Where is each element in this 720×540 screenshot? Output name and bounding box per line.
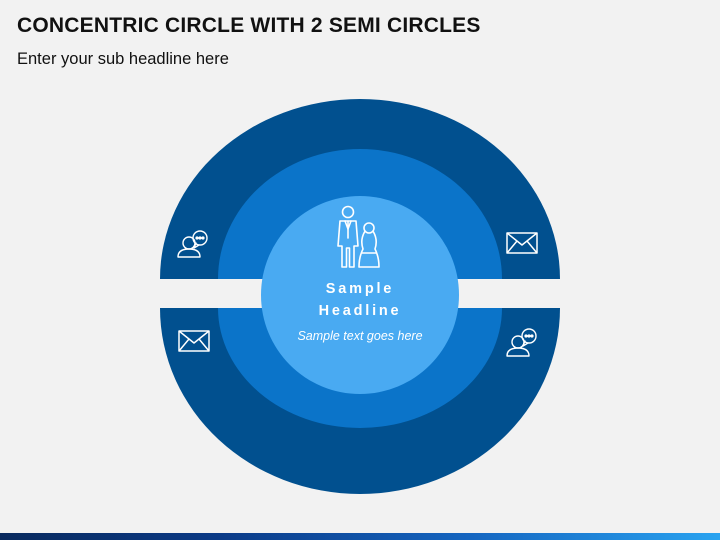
person-speech-bubble-icon bbox=[506, 328, 537, 357]
page-title: CONCENTRIC CIRCLE WITH 2 SEMI CIRCLES bbox=[17, 14, 481, 37]
inner-circle[interactable] bbox=[261, 196, 459, 394]
envelope-icon bbox=[506, 232, 538, 254]
center-headline-line1: Sample bbox=[326, 281, 394, 297]
envelope-icon bbox=[178, 330, 210, 352]
person-speech-bubble-icon bbox=[177, 230, 208, 258]
person-with-pawn-icon bbox=[337, 205, 380, 268]
center-headline-line2: Headline bbox=[319, 303, 402, 319]
center-body-text: Sample text goes here bbox=[297, 329, 422, 343]
footer-gradient-bar bbox=[0, 533, 720, 540]
page-subtitle: Enter your sub headline here bbox=[17, 50, 229, 68]
